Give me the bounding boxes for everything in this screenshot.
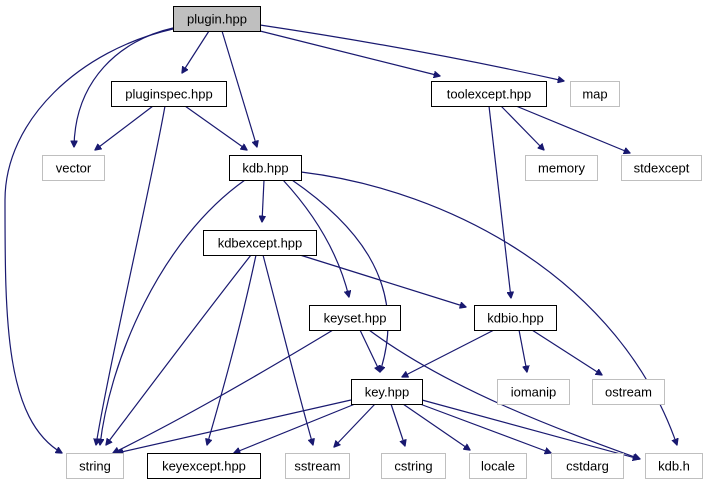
node-label: vector — [56, 161, 92, 176]
edge-kdbexcept-to-keyexcept — [207, 254, 257, 445]
node-label: kdb.hpp — [242, 161, 288, 176]
node-kdbh: kdb.h — [645, 453, 703, 479]
edge-pluginspec-to-kdb — [184, 105, 247, 150]
node-box — [621, 155, 702, 181]
node-label: iomanip — [511, 385, 557, 400]
node-toolexcept[interactable]: toolexcept.hpp — [431, 81, 547, 107]
node-box — [309, 305, 401, 331]
node-label: kdb.h — [658, 459, 690, 474]
node-kdbexcept[interactable]: kdbexcept.hpp — [203, 230, 317, 256]
node-vector: vector — [42, 155, 105, 181]
node-box — [592, 379, 665, 405]
edge-kdbexcept-to-string — [106, 254, 252, 445]
edge-pluginspec-to-vector — [95, 105, 154, 150]
node-locale: locale — [469, 453, 527, 479]
node-box — [42, 155, 105, 181]
edge-toolexcept-to-memory — [500, 105, 544, 150]
edge-kdb-to-keyset — [282, 179, 349, 297]
edge-kdbio-to-ostream — [531, 329, 602, 375]
edge-kdbio-to-key — [402, 329, 495, 377]
node-box — [497, 379, 570, 405]
edge-key-to-locale — [402, 403, 470, 450]
edge-pluginspec-to-string — [96, 105, 166, 445]
node-box — [469, 453, 527, 479]
node-string: string — [66, 453, 124, 479]
edge-plugin-to-toolexcept — [259, 30, 440, 76]
node-box — [285, 453, 350, 479]
edge-toolexcept-to-kdbio — [488, 105, 511, 298]
edge-kdbio-to-iomanip — [518, 329, 527, 372]
node-box — [551, 453, 624, 479]
edge-plugin-to-string — [4, 28, 174, 453]
node-key[interactable]: key.hpp — [351, 379, 423, 405]
node-box — [570, 81, 620, 107]
node-box — [381, 453, 446, 479]
edge-plugin-to-pluginspec — [182, 30, 210, 73]
node-ostream: ostream — [592, 379, 665, 405]
node-box — [474, 305, 557, 331]
node-box — [111, 81, 227, 107]
node-label: plugin.hpp — [187, 12, 247, 27]
node-label: locale — [481, 459, 515, 474]
node-label: sstream — [294, 459, 340, 474]
edge-key-to-cstdarg — [419, 403, 551, 453]
edge-key-to-cstring — [390, 403, 405, 446]
node-iomanip: iomanip — [497, 379, 570, 405]
edge-key-to-string — [117, 399, 352, 453]
node-box — [66, 453, 124, 479]
edge-keyset-to-kdbh — [368, 329, 640, 459]
node-kdb[interactable]: kdb.hpp — [229, 155, 302, 181]
node-plugin[interactable]: plugin.hpp — [173, 6, 261, 32]
edge-keyset-to-string — [113, 329, 334, 453]
node-label: toolexcept.hpp — [447, 87, 532, 102]
edge-key-to-kdbh — [421, 399, 639, 459]
node-label: keyset.hpp — [324, 311, 387, 326]
node-label: keyexcept.hpp — [162, 459, 246, 474]
node-keyset[interactable]: keyset.hpp — [309, 305, 401, 331]
node-box — [173, 6, 261, 32]
edge-plugin-to-kdb — [221, 30, 257, 147]
node-label: string — [79, 459, 111, 474]
node-label: kdbexcept.hpp — [218, 236, 303, 251]
node-label: kdbio.hpp — [487, 311, 543, 326]
node-label: stdexcept — [634, 161, 690, 176]
node-memory: memory — [525, 155, 598, 181]
edge-plugin-to-map — [259, 24, 564, 81]
node-label: key.hpp — [365, 385, 410, 400]
node-cstdarg: cstdarg — [551, 453, 624, 479]
edge-key-to-sstream — [334, 403, 376, 447]
node-label: cstring — [394, 459, 432, 474]
edge-keyset-to-key — [359, 329, 380, 372]
node-label: map — [582, 87, 607, 102]
node-box — [431, 81, 547, 107]
node-map: map — [570, 81, 620, 107]
node-kdbio[interactable]: kdbio.hpp — [474, 305, 557, 331]
node-box — [203, 230, 317, 256]
node-label: cstdarg — [566, 459, 609, 474]
node-box — [229, 155, 302, 181]
edge-kdb-to-string — [100, 179, 246, 445]
node-box — [645, 453, 703, 479]
node-box — [351, 379, 423, 405]
edge-kdbexcept-to-sstream — [262, 254, 313, 445]
node-label: memory — [538, 161, 585, 176]
node-pluginspec[interactable]: pluginspec.hpp — [111, 81, 227, 107]
node-label: ostream — [605, 385, 652, 400]
edge-toolexcept-to-stdexcept — [515, 105, 630, 153]
edge-kdbexcept-to-kdbio — [299, 254, 466, 307]
node-sstream: sstream — [285, 453, 350, 479]
edge-kdb-to-kdbexcept — [262, 179, 264, 222]
node-stdexcept: stdexcept — [621, 155, 702, 181]
edge-kdb-to-key — [291, 179, 389, 372]
node-keyexcept[interactable]: keyexcept.hpp — [147, 453, 261, 479]
node-label: pluginspec.hpp — [125, 87, 212, 102]
node-box — [147, 453, 261, 479]
node-cstring: cstring — [381, 453, 446, 479]
node-box — [525, 155, 598, 181]
edge-key-to-keyexcept — [234, 403, 356, 453]
